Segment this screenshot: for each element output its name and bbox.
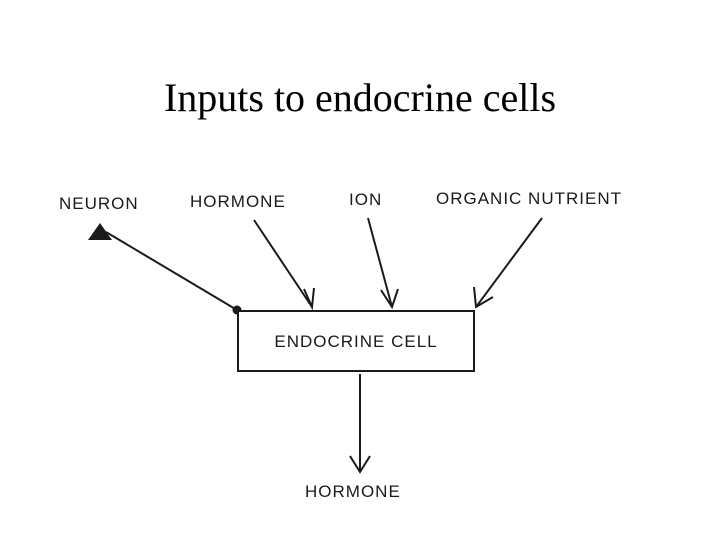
ion-input-arrowhead xyxy=(380,288,399,310)
diagram-connectors xyxy=(88,217,543,474)
hormone-output-arrowhead xyxy=(349,455,371,474)
neuron-terminal-triangle xyxy=(88,223,112,240)
hormone-output-label: HORMONE xyxy=(305,482,401,501)
organic-nutrient-label: ORGANIC NUTRIENT xyxy=(436,189,622,208)
endocrine-input-diagram: NEURON HORMONE ION ORGANIC NUTRIENT ENDO… xyxy=(48,152,680,512)
hormone-input-label: HORMONE xyxy=(190,192,286,211)
neuron-axon-line xyxy=(105,231,238,311)
ion-label: ION xyxy=(349,190,383,209)
organic-nutrient-input-arrow-line xyxy=(475,217,543,308)
hormone-input-arrowhead xyxy=(303,287,315,311)
endocrine-cell-box: ENDOCRINE CELL xyxy=(237,310,475,372)
neuron-label: NEURON xyxy=(59,194,139,213)
ion-input-arrow-line xyxy=(367,217,393,308)
slide-title: Inputs to endocrine cells xyxy=(163,75,557,120)
hormone-input-arrow-line xyxy=(253,219,313,308)
organic-nutrient-input-arrowhead xyxy=(473,286,494,309)
endocrine-cell-label: ENDOCRINE CELL xyxy=(274,332,438,351)
